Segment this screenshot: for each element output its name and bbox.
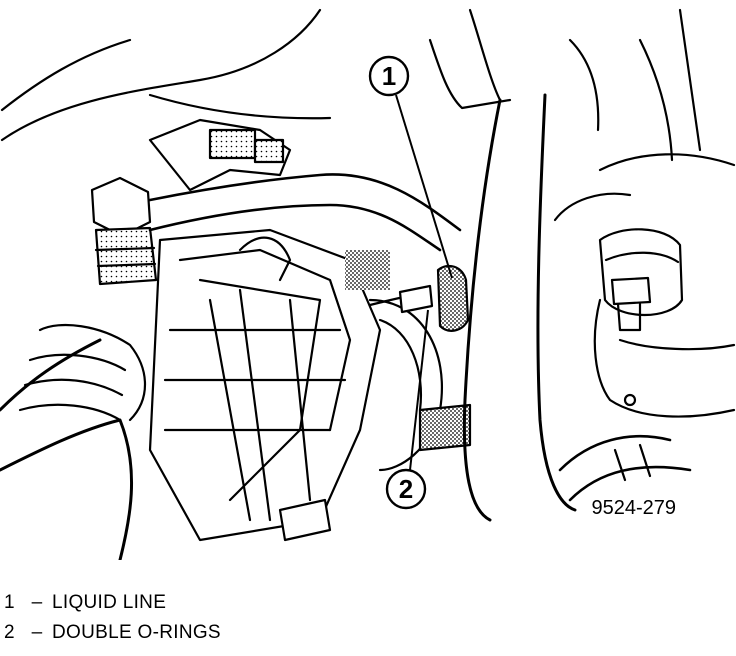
legend-separator: – (31, 592, 43, 613)
liquid-line-block (436, 264, 470, 332)
lower-hose (0, 418, 133, 560)
figure-id: 9524-279 (591, 497, 676, 519)
body-contour (468, 8, 502, 102)
bracket-hatch (253, 138, 285, 164)
hex-fitting (90, 176, 152, 238)
callout-1-number: 1 (382, 61, 396, 91)
body-contour (0, 8, 322, 142)
lower-right-hose (558, 434, 672, 472)
accumulator-cap (610, 276, 652, 306)
body-contour (0, 38, 132, 112)
callout-1: 1 (368, 55, 453, 279)
lower-hose (0, 338, 102, 412)
callout-2: 2 (385, 309, 429, 510)
body-contour (553, 192, 632, 222)
legend-number: 2 (4, 622, 15, 643)
shadow-block (345, 250, 390, 290)
bottom-connector (278, 498, 332, 542)
liquid-line-nut (398, 284, 434, 314)
legend: 1–LIQUID LINE 2–DOUBLE O-RINGS (4, 588, 221, 648)
body-contour (568, 38, 600, 132)
body-contour (428, 38, 512, 110)
legend-label: LIQUID LINE (52, 592, 167, 613)
legend-item-2: 2–DOUBLE O-RINGS (4, 618, 221, 648)
engine-bay-illustration: 1 2 9524-279 (0, 8, 736, 560)
body-contour (638, 38, 674, 162)
bracket (148, 118, 292, 192)
legend-item-1: 1–LIQUID LINE (4, 588, 221, 618)
lower-right-hose (568, 465, 692, 502)
callout-2-number: 2 (399, 474, 413, 504)
shadow-block (418, 403, 472, 452)
body-contour (678, 8, 702, 152)
upper-tube (148, 173, 462, 232)
fan-shroud (148, 228, 382, 542)
legend-number: 1 (4, 592, 15, 613)
radiator-hose (462, 98, 502, 522)
bracket-hatch (208, 128, 257, 160)
legend-separator: – (31, 622, 43, 643)
radiator-hose (536, 93, 577, 512)
upper-tube (148, 203, 442, 252)
body-contour (148, 93, 332, 120)
hex-fitting-body (94, 226, 158, 286)
body-contour (598, 153, 736, 172)
legend-label: DOUBLE O-RINGS (52, 622, 221, 643)
